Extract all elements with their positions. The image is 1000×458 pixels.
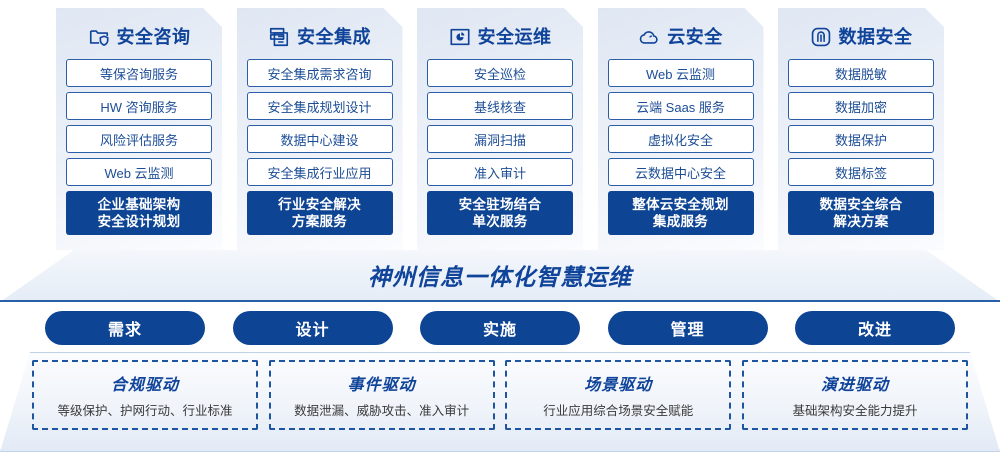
card-footer-highlight[interactable]: 行业安全解决 方案服务 <box>247 191 393 235</box>
card-item[interactable]: Web 云监测 <box>66 158 212 186</box>
card-header: 云安全 <box>608 18 754 56</box>
driver-title: 合规驱动 <box>110 377 179 394</box>
card-footer-line2: 方案服务 <box>291 214 348 229</box>
card-item[interactable]: 虚拟化安全 <box>608 125 754 153</box>
card-item[interactable]: 数据脱敏 <box>788 59 934 87</box>
cloud-icon <box>638 26 660 48</box>
card-footer-line2: 安全设计规划 <box>97 214 181 229</box>
card-title: 数据安全 <box>838 27 913 47</box>
driver-description: 数据泄漏、威胁攻击、准入审计 <box>294 404 470 418</box>
fingerprint-icon <box>810 26 832 48</box>
card-title: 安全咨询 <box>116 27 191 47</box>
card-footer-line1: 安全驻场结合 <box>458 197 542 212</box>
card-footer-line1: 行业安全解决 <box>278 197 361 212</box>
card-item[interactable]: 准入审计 <box>427 158 573 186</box>
card-item[interactable]: 数据保护 <box>788 125 934 153</box>
card-footer-line2: 集成服务 <box>652 214 709 229</box>
monitor-dashboard-icon <box>449 26 471 48</box>
card-title: 云安全 <box>667 27 723 47</box>
phase-pill-management[interactable]: 管理 <box>607 311 768 345</box>
driver-title: 演进驱动 <box>820 377 889 394</box>
folder-shield-icon <box>88 26 110 48</box>
card-item[interactable]: 数据中心建设 <box>247 125 393 153</box>
card-item[interactable]: Web 云监测 <box>608 59 754 87</box>
card-item[interactable]: 云端 Saas 服务 <box>608 92 754 120</box>
lifecycle-phases-row: 需求 设计 实施 管理 改进 <box>45 311 955 345</box>
driver-box-incident[interactable]: 事件驱动 数据泄漏、威胁攻击、准入审计 <box>268 360 495 430</box>
card-title: 安全运维 <box>477 27 552 47</box>
capability-card-security-operations[interactable]: 安全运维 安全巡检 基线核查 漏洞扫描 准入审计 安全驻场结合 单次服务 <box>417 8 583 250</box>
driver-title: 事件驱动 <box>347 377 416 394</box>
phase-pill-improvement[interactable]: 改进 <box>795 311 955 345</box>
card-footer-line1: 企业基础架构 <box>97 197 181 212</box>
card-item[interactable]: 数据加密 <box>788 92 934 120</box>
card-footer-line1: 整体云安全规划 <box>632 197 729 212</box>
driver-description: 行业应用综合场景安全赋能 <box>543 404 694 418</box>
capability-card-data-security[interactable]: 数据安全 数据脱敏 数据加密 数据保护 数据标签 数据安全综合 解决方案 <box>778 8 944 250</box>
driver-band-background <box>0 352 1000 452</box>
capability-card-cloud-security[interactable]: 云安全 Web 云监测 云端 Saas 服务 虚拟化安全 云数据中心安全 整体云… <box>598 8 764 250</box>
card-header: 安全咨询 <box>66 18 212 56</box>
card-header: 数据安全 <box>788 18 934 56</box>
card-item[interactable]: 安全巡检 <box>427 59 573 87</box>
server-stack-icon <box>268 26 290 48</box>
card-footer-highlight[interactable]: 整体云安全规划 集成服务 <box>608 191 754 235</box>
card-item[interactable]: 数据标签 <box>788 158 934 186</box>
capability-cards-row: 安全咨询 等保咨询服务 HW 咨询服务 风险评估服务 Web 云监测 企业基础架… <box>56 8 944 250</box>
card-footer-line1: 数据安全综合 <box>819 197 903 212</box>
driver-description: 等级保护、护网行动、行业标准 <box>57 404 233 418</box>
drivers-row: 合规驱动 等级保护、护网行动、行业标准 事件驱动 数据泄漏、威胁攻击、准入审计 … <box>32 360 968 442</box>
card-item[interactable]: 漏洞扫描 <box>427 125 573 153</box>
card-item[interactable]: HW 咨询服务 <box>66 92 212 120</box>
card-item[interactable]: 等保咨询服务 <box>66 59 212 87</box>
card-item[interactable]: 安全集成规划设计 <box>247 92 393 120</box>
card-footer-line2: 单次服务 <box>472 214 528 229</box>
driver-box-evolution[interactable]: 演进驱动 基础架构安全能力提升 <box>741 360 968 430</box>
platform-banner-title: 神州信息一体化智慧运维 <box>368 264 632 290</box>
platform-banner: 神州信息一体化智慧运维 <box>0 250 1000 302</box>
card-footer-highlight[interactable]: 数据安全综合 解决方案 <box>788 191 934 235</box>
platform-banner-underline <box>0 300 1000 302</box>
card-footer-highlight[interactable]: 安全驻场结合 单次服务 <box>427 191 573 235</box>
card-item[interactable]: 基线核查 <box>427 92 573 120</box>
phase-pill-design[interactable]: 设计 <box>232 311 393 345</box>
card-footer-highlight[interactable]: 企业基础架构 安全设计规划 <box>66 191 212 235</box>
card-title: 安全集成 <box>297 27 371 47</box>
capability-card-security-consulting[interactable]: 安全咨询 等保咨询服务 HW 咨询服务 风险评估服务 Web 云监测 企业基础架… <box>56 8 222 250</box>
card-header: 安全运维 <box>427 18 573 56</box>
card-item[interactable]: 风险评估服务 <box>66 125 212 153</box>
driver-description: 基础架构安全能力提升 <box>792 404 918 418</box>
driver-box-compliance[interactable]: 合规驱动 等级保护、护网行动、行业标准 <box>32 360 258 430</box>
card-item[interactable]: 云数据中心安全 <box>608 158 754 186</box>
driver-title: 场景驱动 <box>584 377 653 394</box>
card-footer-line2: 解决方案 <box>833 214 889 229</box>
card-item[interactable]: 安全集成行业应用 <box>247 158 393 186</box>
driver-box-scenario[interactable]: 场景驱动 行业应用综合场景安全赋能 <box>505 360 732 430</box>
phase-pill-requirement[interactable]: 需求 <box>45 311 205 345</box>
card-header: 安全集成 <box>247 18 393 56</box>
card-item[interactable]: 安全集成需求咨询 <box>247 59 393 87</box>
phase-pill-implementation[interactable]: 实施 <box>420 311 580 345</box>
capability-card-security-integration[interactable]: 安全集成 安全集成需求咨询 安全集成规划设计 数据中心建设 安全集成行业应用 行… <box>237 8 403 250</box>
